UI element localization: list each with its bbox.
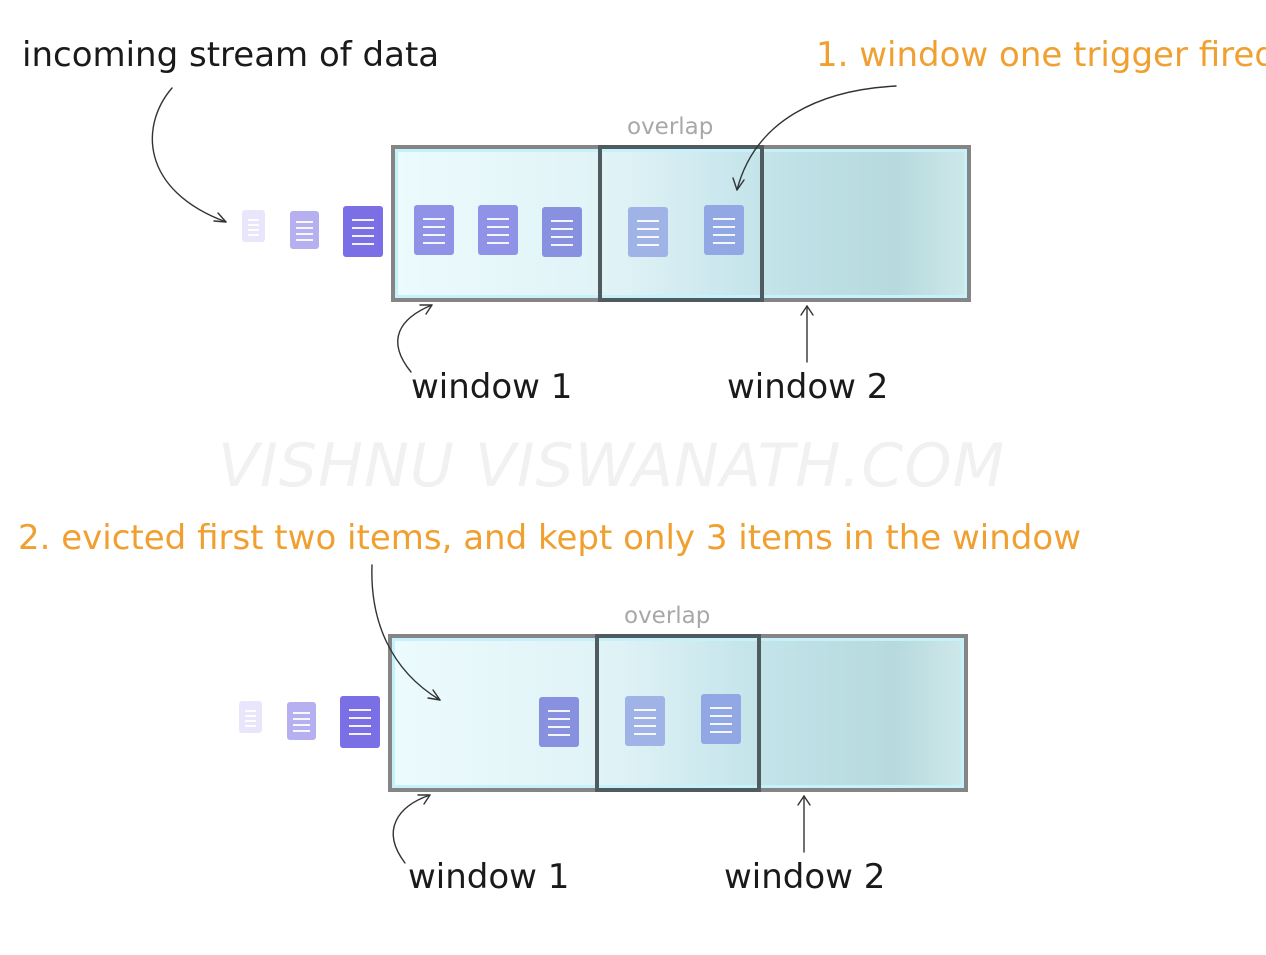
window-1-arrow-top [397, 304, 433, 373]
eviction-note: 2. evicted first two items, and kept onl… [18, 518, 1081, 558]
window-1-arrow-bottom [392, 794, 431, 864]
incoming-doc-icon-faint [242, 210, 265, 242]
overlap-label-top: overlap [627, 114, 714, 140]
window-doc-icon [542, 207, 582, 257]
incoming-doc-icon-light [290, 211, 319, 249]
window-1-label-top: window 1 [411, 367, 573, 407]
overlap-region-top [598, 145, 764, 302]
window-2-label-bottom: window 2 [724, 857, 886, 897]
incoming-doc-icon [340, 696, 380, 748]
window-doc-icon [414, 205, 454, 255]
overlap-label-bottom: overlap [624, 603, 711, 629]
window-1-label-bottom: window 1 [408, 857, 570, 897]
trigger-arrow [736, 85, 897, 191]
watermark: VISHNU VISWANATH.COM [218, 431, 1006, 501]
overlap-region-bottom [595, 634, 761, 792]
overlap-doc-icon [625, 696, 665, 746]
overlap-doc-icon [704, 205, 744, 255]
stream-arrow [151, 87, 227, 223]
overlap-doc-icon [628, 207, 668, 257]
incoming-doc-icon-faint [239, 701, 262, 733]
eviction-arrow [371, 564, 441, 701]
trigger-fired-note: 1. window one trigger fired [816, 35, 1266, 75]
window-1-box-bottom [388, 634, 968, 792]
window-doc-icon [478, 205, 518, 255]
window-doc-icon [539, 697, 579, 747]
window-2-label-top: window 2 [727, 367, 889, 407]
incoming-stream-label: incoming stream of data [22, 35, 440, 75]
overlap-doc-icon [701, 694, 741, 744]
incoming-doc-icon-light [287, 702, 316, 740]
incoming-doc-icon [343, 206, 383, 257]
